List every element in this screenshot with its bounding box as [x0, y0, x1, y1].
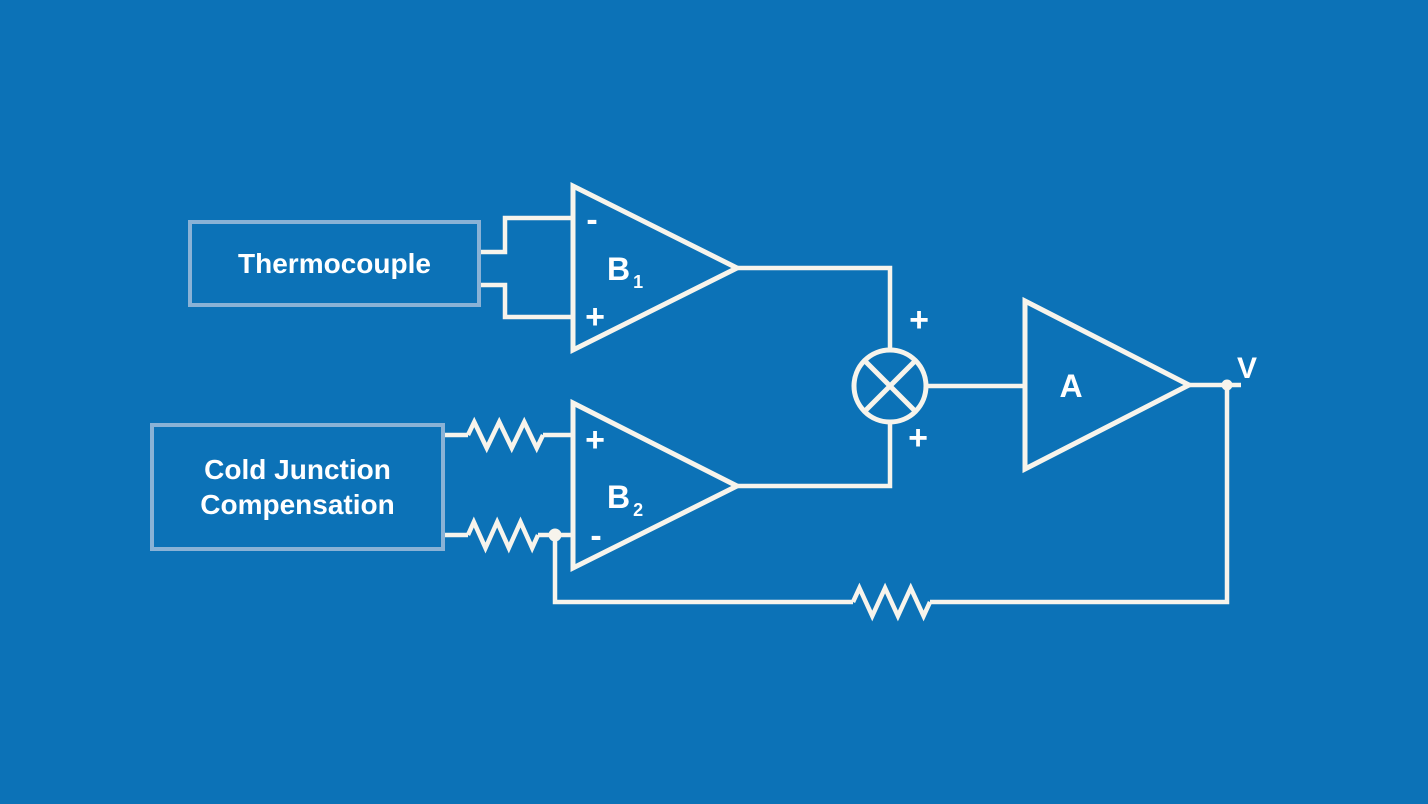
thermocouple-label: Thermocouple: [238, 248, 431, 279]
summing-junction: [851, 347, 929, 425]
summer-top-plus-sign: +: [909, 301, 929, 339]
wire-feedback: [552, 385, 1230, 605]
amp-a-triangle: [1022, 296, 1195, 474]
amp-b1-plus-sign: +: [585, 298, 605, 336]
wire-thermocouple-top-input: [481, 215, 573, 255]
wire-thermocouple-bottom-input: [481, 282, 573, 320]
amp-b1-triangle: [570, 181, 743, 355]
resistor-cjc-top: [465, 416, 546, 454]
cold-junction-compensation-block: Cold Junction Compensation: [150, 423, 445, 551]
amp-b1-minus-sign: -: [586, 201, 597, 239]
output-node-dot: [1221, 379, 1233, 391]
amp-a-label: A: [1059, 368, 1082, 404]
amp-b2-subscript: 2: [633, 500, 643, 520]
wire-b2-output: [737, 422, 893, 489]
amp-b2-name: B: [607, 479, 630, 515]
amp-b2-minus-sign: -: [590, 517, 601, 555]
resistor-feedback: [850, 582, 933, 622]
feedback-junction-dot: [548, 528, 562, 542]
wire-b1-output: [737, 265, 893, 350]
summer-bottom-plus-sign: +: [908, 419, 928, 457]
amp-b2-plus-sign: +: [585, 421, 605, 459]
summing-junction-x-icon: [862, 358, 918, 414]
cjc-label-line2: Compensation: [200, 489, 395, 520]
cjc-label-line1: Cold Junction: [204, 454, 391, 485]
amp-b2-triangle: [570, 398, 743, 573]
amp-b1-name: B: [607, 251, 630, 287]
output-label-v: V: [1237, 352, 1257, 385]
thermocouple-block: Thermocouple: [188, 220, 481, 307]
amp-b1-subscript: 1: [633, 272, 643, 292]
resistor-cjc-bottom: [465, 516, 541, 554]
